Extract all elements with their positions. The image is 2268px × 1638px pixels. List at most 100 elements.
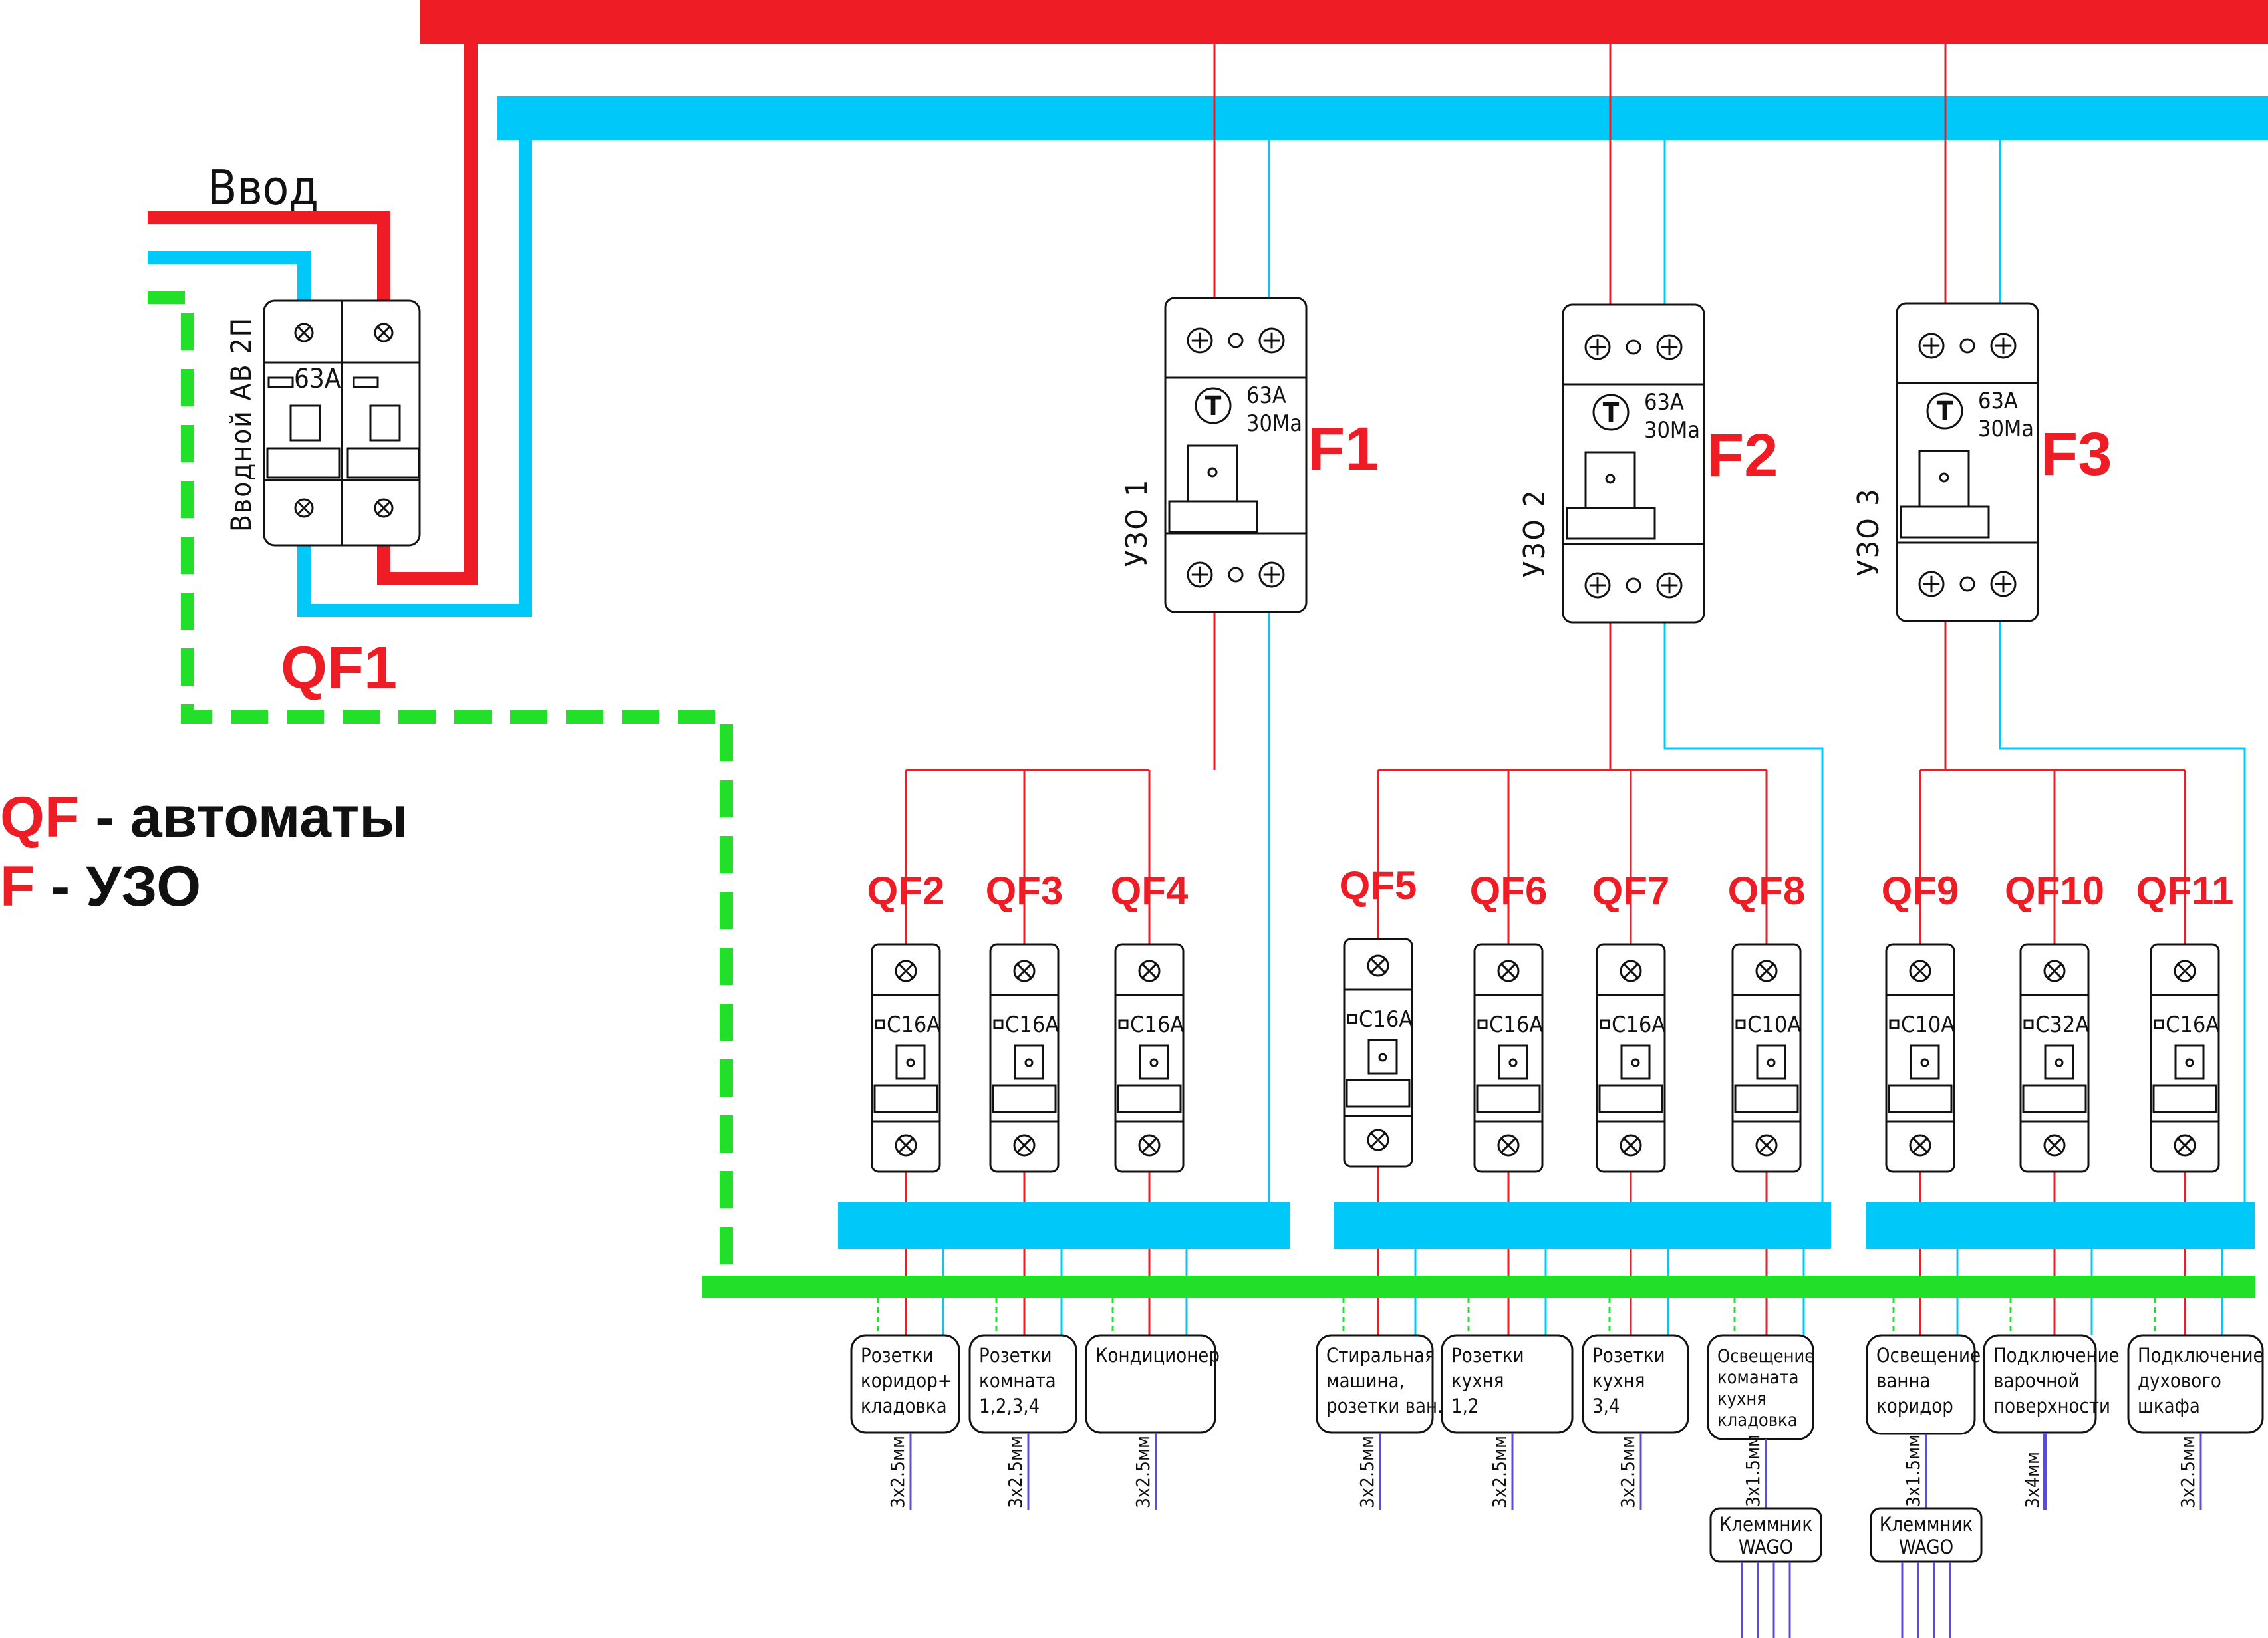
breaker-indicator — [875, 1019, 885, 1029]
breaker-lever-pivot — [906, 1058, 915, 1067]
breaker-handle — [2152, 1084, 2217, 1113]
breaker-lever — [1498, 1044, 1528, 1080]
rcd-terminal — [1584, 572, 1611, 599]
screw-head — [1138, 1134, 1161, 1157]
breaker-terminal — [1367, 954, 1389, 977]
qf3-ref: QF3 — [986, 869, 1063, 913]
breaker-lever-pivot — [1767, 1058, 1776, 1067]
breaker-terminal — [2043, 1134, 2066, 1157]
breaker-rating: C10A — [1901, 1012, 1955, 1038]
breaker-qf7: C16A — [1596, 943, 1666, 1173]
breaker-handle — [1734, 1084, 1799, 1113]
breaker-qf8: C10A — [1731, 943, 1802, 1173]
cable-spec: 3x1.5мм — [1742, 1434, 1764, 1507]
terminal-text: WAGO — [1899, 1536, 1953, 1558]
load-box — [1085, 1334, 1216, 1434]
legend-f-symbol: F — [0, 855, 35, 918]
terminal-box — [1870, 1507, 1983, 1563]
screw-slot — [1141, 963, 1157, 979]
screw-slot — [1500, 963, 1516, 979]
rcd-body — [1164, 297, 1308, 613]
screw-head — [2043, 960, 2066, 982]
breaker-rating: C16A — [1612, 1012, 1665, 1038]
breaker-body — [1114, 943, 1185, 1173]
breaker-handle — [1888, 1084, 1953, 1113]
breaker-rating: C16A — [1005, 1012, 1059, 1038]
breaker-rating: C16A — [887, 1012, 940, 1038]
cable-spec: 3x2.5мм — [2177, 1436, 2199, 1508]
load-text: кладовка — [1717, 1410, 1798, 1431]
qf1-input-breaker: 63A — [263, 299, 421, 547]
screw-head — [1187, 561, 1213, 588]
breaker-indicator — [2023, 1019, 2034, 1029]
breaker-body — [1885, 943, 1955, 1173]
screw-slot — [1661, 339, 1678, 356]
load-text: команата — [1717, 1367, 1799, 1388]
breaker-qf5: C16A — [1343, 938, 1413, 1168]
load-text: Розетки — [979, 1344, 1052, 1367]
legend-qf-text: - автоматы — [79, 785, 408, 849]
breaker-qf6: C16A — [1473, 943, 1544, 1173]
qf1-rating: 63A — [294, 364, 341, 394]
screw-head — [1918, 333, 1945, 359]
earth-bus — [702, 1276, 2255, 1298]
qf7-ref: QF7 — [1592, 869, 1670, 913]
breaker-terminal — [1138, 960, 1161, 982]
qf1-phase-out-wire — [377, 44, 478, 585]
rcd-lever-pivot — [1939, 472, 1949, 483]
screw-slot — [1623, 963, 1639, 979]
rcd-handle — [1900, 505, 1990, 539]
input-label: Ввод — [208, 160, 319, 215]
qf1-ref: QF1 — [281, 635, 397, 702]
screw-slot — [1263, 332, 1280, 349]
screw-slot — [1623, 1137, 1639, 1153]
screw-slot — [1995, 337, 2012, 354]
rcd-terminal — [1656, 334, 1683, 360]
load-text: Розетки — [1592, 1344, 1665, 1367]
branch-breakers: QF2C16AQF3C16AQF4C16AQF5C16AQF6C16AQF7C1… — [867, 863, 2233, 1173]
screw-slot — [898, 1137, 914, 1153]
breaker-qf2: C16A — [871, 943, 941, 1173]
screw-head — [1656, 572, 1683, 599]
cable-spec: 3x2.5мм — [1488, 1436, 1510, 1508]
screw-head — [1755, 1134, 1778, 1157]
breaker-lever-pivot — [2185, 1058, 2194, 1067]
load-text: комната — [979, 1369, 1056, 1392]
load-text: шкафа — [2138, 1395, 2200, 1417]
breaker-indicator — [1889, 1019, 1900, 1029]
load-box — [2127, 1334, 2264, 1434]
rcd-indicator — [1626, 339, 1641, 355]
cable-spec: 3x2.5мм — [1356, 1436, 1378, 1508]
rcd2-side-label: УЗО 2 — [1518, 489, 1552, 577]
screw-head — [2174, 960, 2196, 982]
breaker-indicator — [1118, 1019, 1129, 1029]
breaker-lever-pivot — [2055, 1058, 2064, 1067]
load-blocks: Розеткикоридор+кладовка3x2.5ммРозеткиком… — [850, 1334, 2264, 1638]
breaker-indicator — [1347, 1014, 1357, 1024]
breaker-terminal — [1620, 960, 1642, 982]
breaker-terminal — [1755, 960, 1778, 982]
main-buses — [420, 0, 2268, 140]
load-text: Стиральная — [1326, 1344, 1435, 1367]
legend-qf-symbol: QF — [0, 785, 79, 849]
load-text: духового — [2138, 1369, 2221, 1392]
circuit-wires — [877, 44, 2246, 1335]
cable-qf7: 3x2.5мм — [1617, 1433, 1642, 1510]
rcd-leak-rating: 30Ma — [1644, 417, 1700, 444]
breaker-terminal — [2174, 1134, 2196, 1157]
qf2-ref: QF2 — [867, 869, 945, 913]
load-text: машина, — [1326, 1369, 1405, 1392]
breaker-lever-pivot — [1024, 1058, 1034, 1067]
rcd-terminal — [1918, 333, 1945, 359]
screw-head — [1918, 571, 1945, 597]
rcd-indicator — [1959, 338, 1975, 354]
rcd1-ref: F1 — [1308, 415, 1379, 483]
screw-slot — [1500, 1137, 1516, 1153]
load-text: кухня — [1451, 1369, 1504, 1392]
breaker-handle — [1117, 1084, 1182, 1113]
breaker-rating: C16A — [1489, 1012, 1543, 1038]
load-box — [1582, 1334, 1689, 1434]
